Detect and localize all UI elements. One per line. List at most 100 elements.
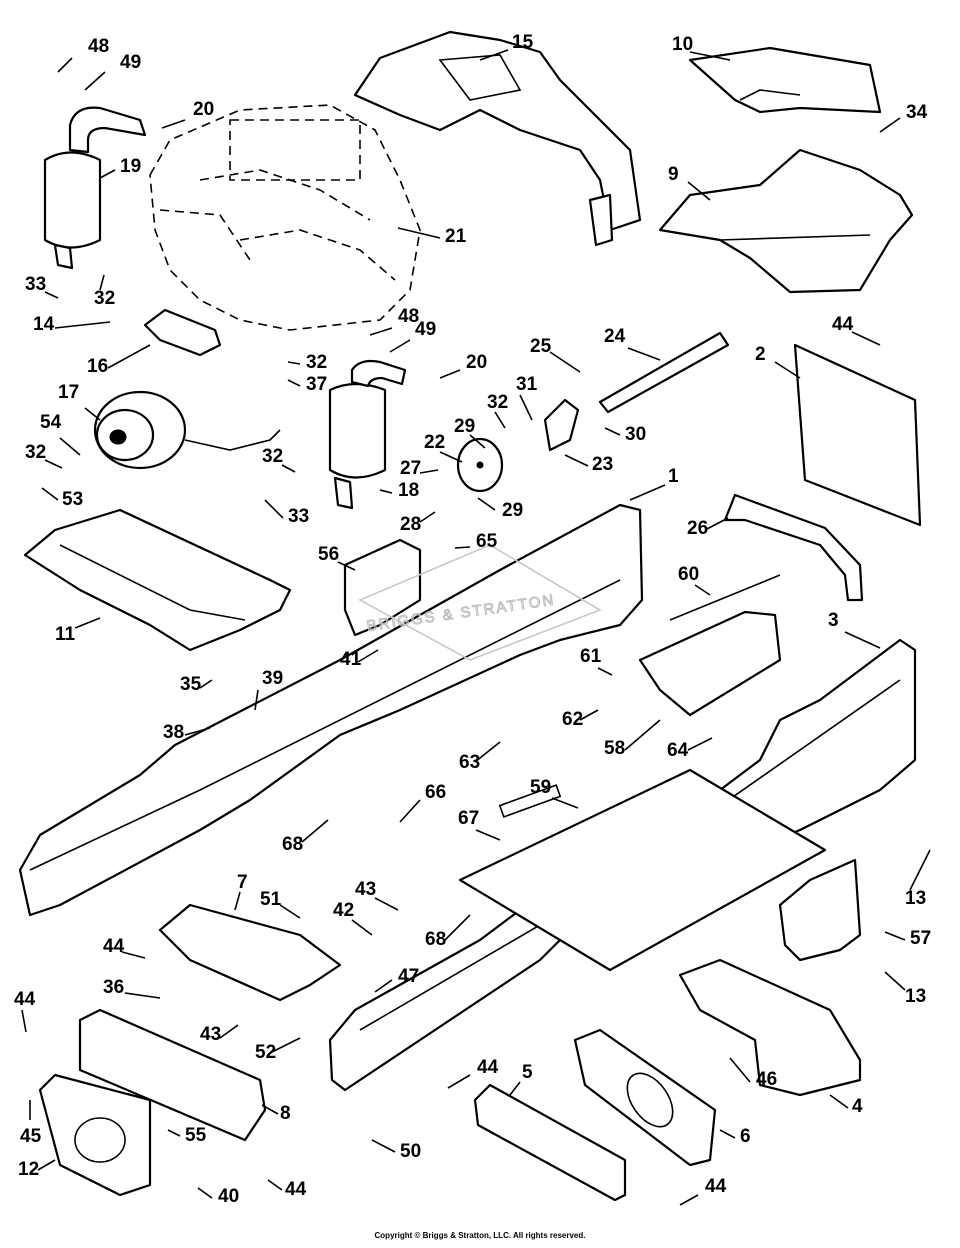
callout-66: 66: [399, 782, 446, 823]
callout-number: 43: [200, 1024, 221, 1045]
callout-37: 37: [287, 374, 327, 395]
callout-number: 9: [668, 164, 679, 185]
callout-53: 53: [41, 487, 83, 510]
callout-56: 56: [318, 544, 356, 571]
callout-number: 40: [218, 1186, 239, 1207]
callout-32: 32: [287, 352, 327, 373]
callout-47: 47: [374, 966, 419, 993]
callout-48: 48: [369, 306, 419, 336]
part-15-hood: [353, 30, 642, 247]
callout-number: 64: [667, 740, 689, 761]
callout-22: 22: [424, 432, 463, 463]
callout-44: 44: [679, 1176, 727, 1206]
copyright-notice: Copyright © Briggs & Stratton, LLC. All …: [374, 1231, 586, 1240]
callout-leader-line: [287, 379, 301, 387]
callout-number: 49: [415, 319, 436, 340]
callout-number: 60: [678, 564, 699, 585]
part-7-bracket: [158, 903, 342, 1002]
callout-number: 38: [163, 722, 184, 743]
callout-9: 9: [668, 164, 711, 201]
callout-44: 44: [832, 314, 881, 346]
callout-36: 36: [103, 977, 161, 999]
callout-38: 38: [163, 722, 211, 743]
callout-59: 59: [530, 777, 579, 809]
part-56-bracket: [343, 538, 422, 637]
callout-number: 30: [625, 424, 646, 445]
callout-number: 32: [487, 392, 508, 413]
callout-leader-line: [604, 427, 621, 436]
callout-number: 68: [282, 834, 303, 855]
callout-leader-line: [447, 1074, 471, 1089]
callout-10: 10: [672, 34, 731, 61]
part-6-plate: [573, 1028, 717, 1167]
callout-23: 23: [564, 454, 613, 475]
callout-number: 47: [398, 966, 419, 987]
callout-leader-line: [719, 1129, 736, 1139]
callout-7: 7: [234, 872, 248, 911]
callout-leader-line: [57, 57, 73, 73]
callout-number: 49: [120, 52, 141, 73]
callout-number: 29: [502, 500, 523, 521]
callout-leader-line: [374, 979, 393, 993]
part-17-clutch: [93, 390, 281, 470]
callout-number: 36: [103, 977, 124, 998]
callout-leader-line: [184, 727, 211, 736]
callout-50: 50: [371, 1139, 421, 1162]
part-58-tray: [638, 610, 782, 717]
callout-4: 4: [829, 1094, 863, 1117]
callout-number: 29: [454, 416, 475, 437]
callout-leader-line: [519, 394, 533, 421]
callout-number: 24: [604, 326, 626, 347]
part-8-bracket: [78, 1008, 267, 1142]
callout-24: 24: [604, 326, 661, 361]
part-1-frame: [18, 503, 644, 917]
part-10-cover: [688, 46, 882, 114]
callout-number: 44: [477, 1057, 499, 1078]
part-24-shaft: [598, 331, 730, 414]
callout-leader-line: [84, 407, 101, 421]
callout-number: 45: [20, 1126, 42, 1147]
callout-number: 48: [88, 36, 109, 57]
callout-number: 1: [668, 466, 679, 487]
callout-number: 5: [522, 1062, 533, 1083]
part-9-shield: [658, 148, 914, 294]
callout-44: 44: [267, 1179, 307, 1200]
callout-number: 8: [280, 1103, 291, 1124]
callout-number: 32: [25, 442, 46, 463]
callout-52: 52: [255, 1037, 301, 1063]
callout-leader-line: [704, 517, 729, 531]
callout-number: 18: [398, 480, 419, 501]
callout-leader-line: [494, 411, 506, 429]
callout-number: 27: [400, 458, 421, 479]
callout-25: 25: [530, 336, 581, 373]
callout-number: 28: [400, 514, 421, 535]
callout-leader-line: [374, 897, 399, 911]
callout-60: 60: [678, 564, 711, 596]
callout-leader-line: [399, 799, 421, 823]
callout-13: 13: [905, 849, 931, 909]
callout-leader-line: [729, 1057, 751, 1083]
callout-leader-line: [884, 971, 906, 991]
callout-64: 64: [667, 737, 713, 761]
callout-number: 43: [355, 879, 376, 900]
callout-leader-line: [21, 1009, 27, 1033]
callout-6: 6: [719, 1126, 751, 1147]
callout-leader-line: [475, 829, 501, 841]
callout-19: 19: [99, 156, 141, 179]
callout-number: 44: [14, 989, 36, 1010]
callout-number: 16: [87, 356, 108, 377]
callout-leader-line: [419, 469, 439, 474]
callout-leader-line: [301, 819, 329, 843]
callout-63: 63: [459, 741, 501, 773]
callout-51: 51: [260, 889, 301, 919]
callout-leader-line: [454, 546, 471, 549]
callout-number: 48: [398, 306, 419, 327]
callout-number: 6: [740, 1126, 751, 1147]
callout-leader-line: [281, 464, 296, 473]
callout-31: 31: [516, 374, 538, 421]
callout-62: 62: [562, 709, 599, 730]
callout-1: 1: [629, 466, 679, 501]
callout-number: 44: [103, 936, 125, 957]
callout-leader-line: [909, 849, 931, 891]
callout-leader-line: [379, 489, 393, 494]
